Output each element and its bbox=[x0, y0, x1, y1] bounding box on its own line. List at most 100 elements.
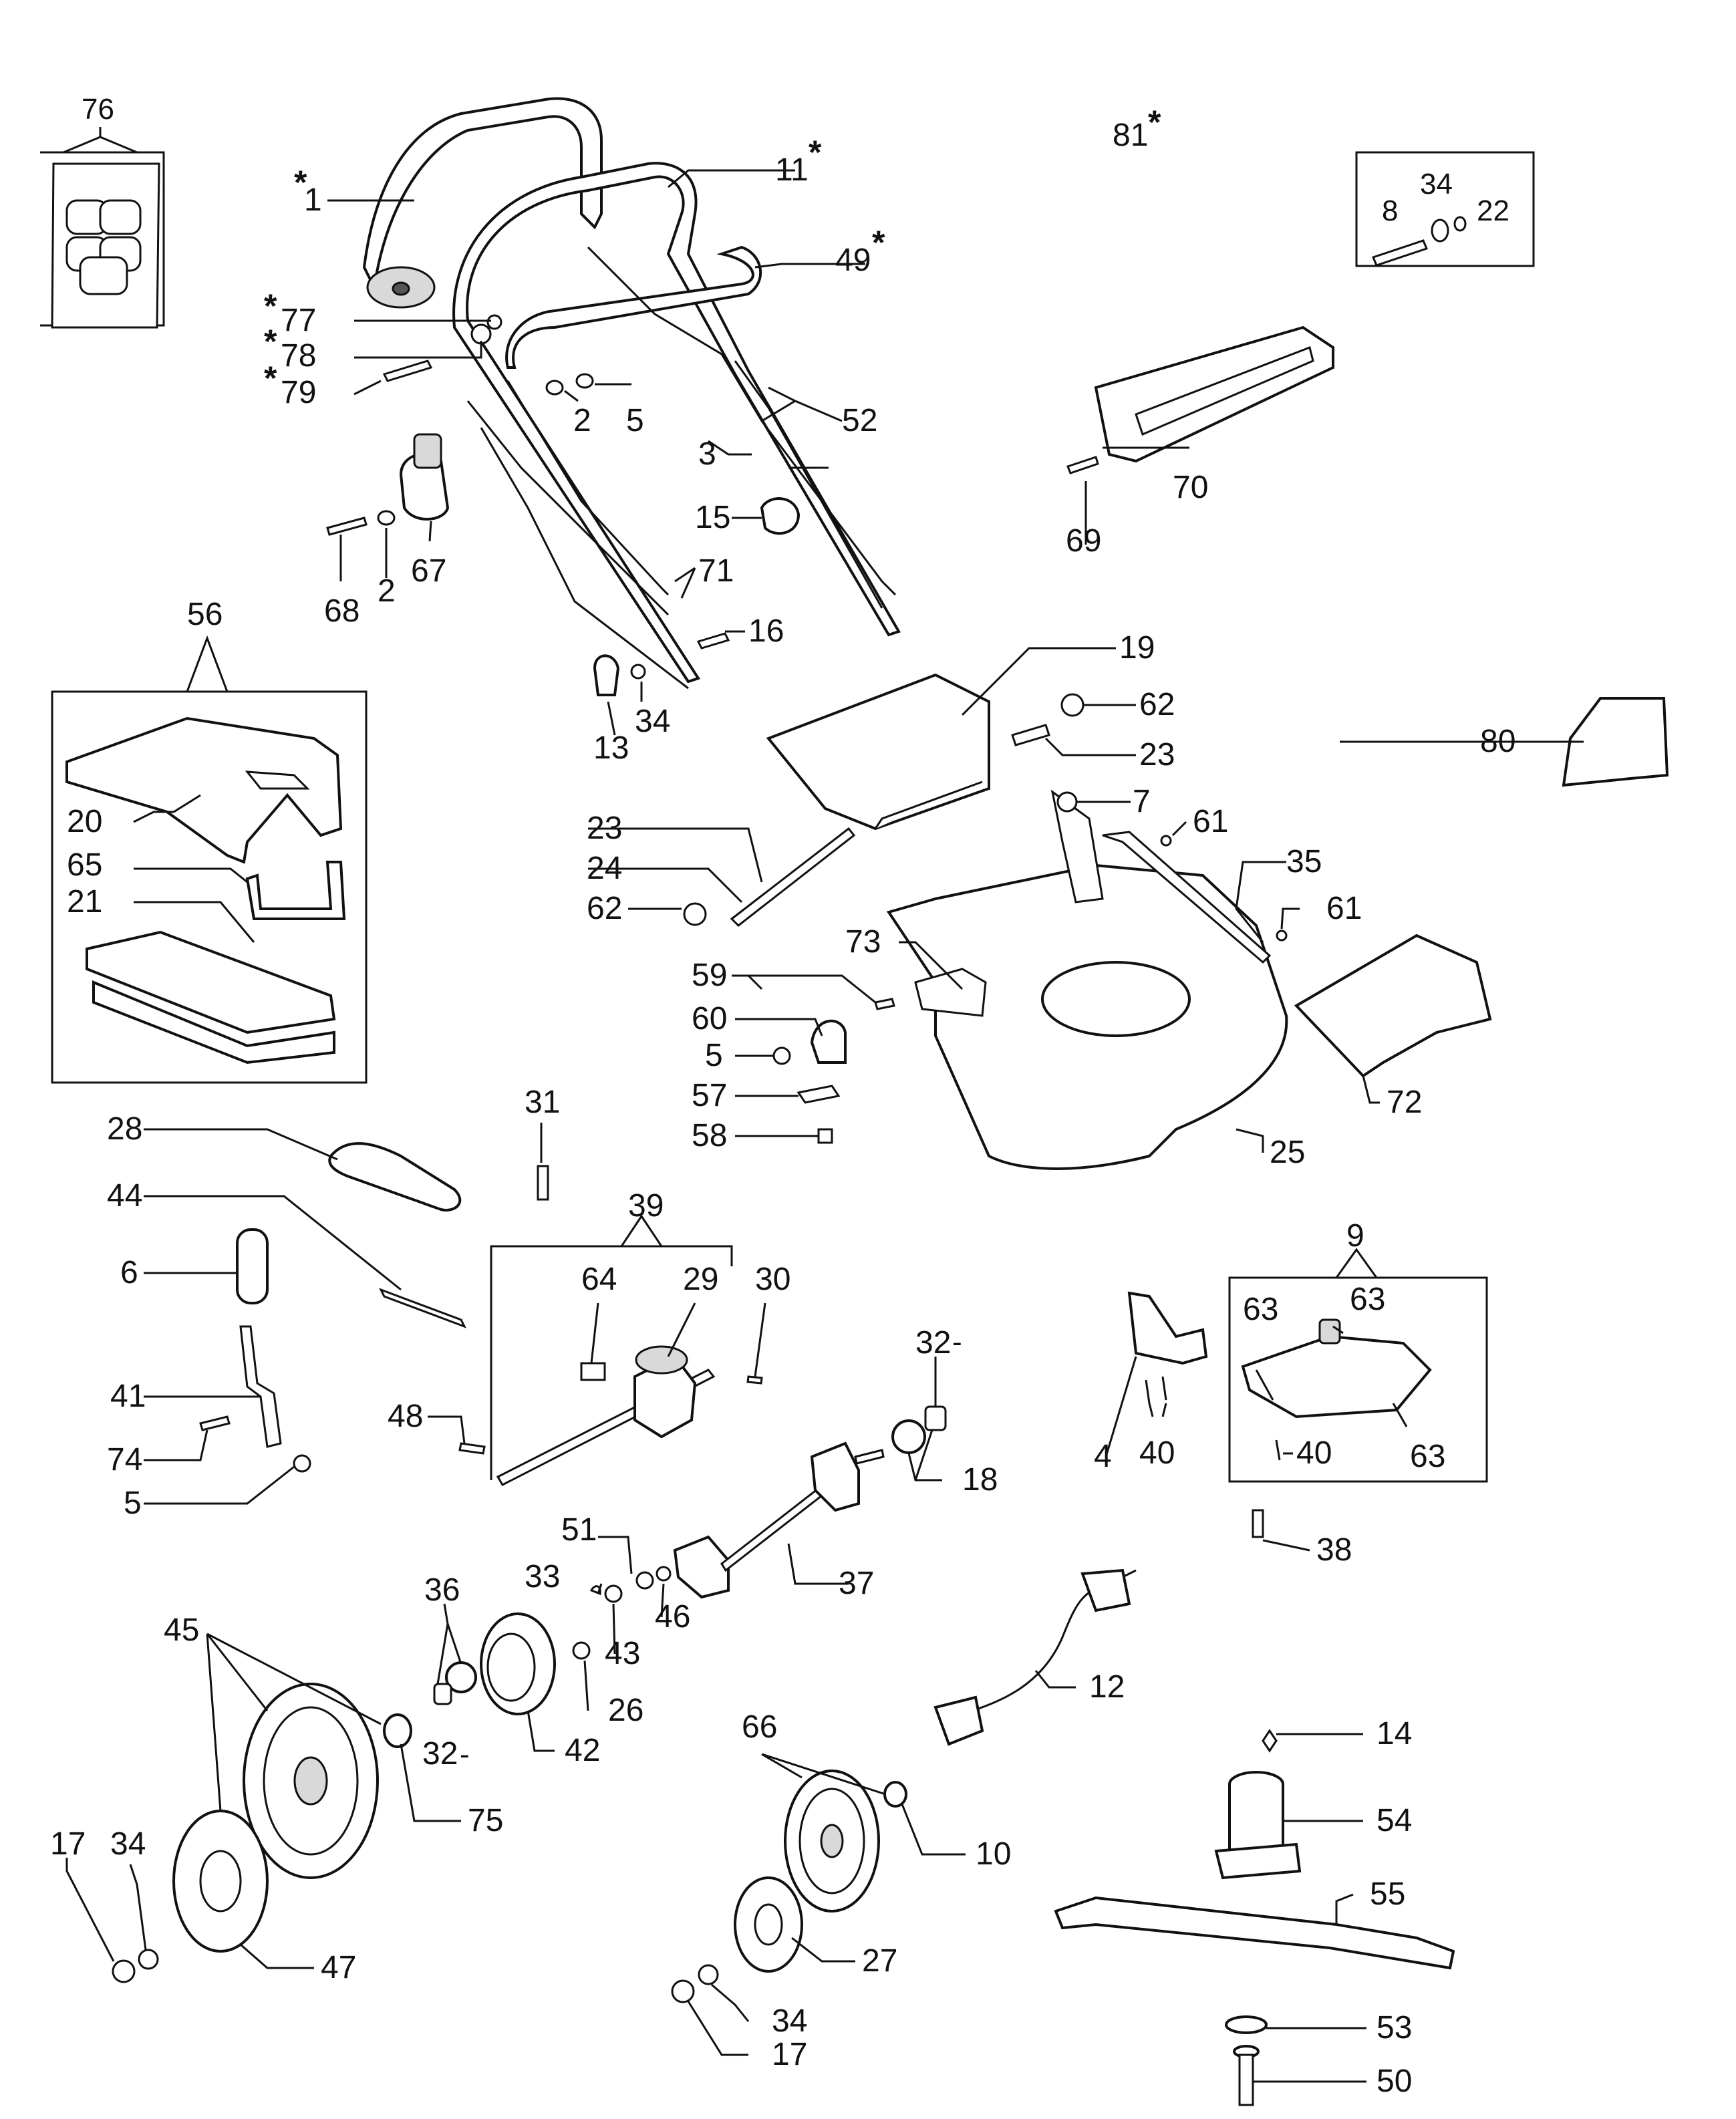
washer-46-drawing bbox=[656, 1566, 672, 1582]
lever-67-drawing bbox=[399, 433, 450, 521]
belt-28-drawing bbox=[328, 1142, 462, 1212]
bushing-32-upper-drawing bbox=[924, 1405, 947, 1431]
box-56 bbox=[51, 635, 368, 1084]
bushing-75-drawing bbox=[383, 1713, 412, 1748]
rod-24-drawing bbox=[730, 827, 856, 927]
label-38: 38 bbox=[1316, 1532, 1352, 1568]
box-39 bbox=[490, 1214, 733, 1480]
label-79: 79 bbox=[281, 375, 316, 410]
label-22: 22 bbox=[1477, 194, 1509, 227]
label-34-left: 34 bbox=[110, 1826, 146, 1862]
label-34-box: 34 bbox=[1420, 168, 1453, 200]
washer-34-right-drawing bbox=[698, 1964, 719, 1985]
upper-handle-1-drawing bbox=[362, 97, 603, 309]
label-49: 49 bbox=[835, 243, 871, 278]
deck-25-drawing bbox=[886, 789, 1288, 1170]
label-31: 31 bbox=[525, 1085, 560, 1120]
grease-nipple-31-drawing bbox=[537, 1165, 549, 1201]
dash-32-upper: - bbox=[952, 1326, 962, 1359]
asterisk-78: * bbox=[264, 323, 277, 360]
nut-2-upper-drawing bbox=[545, 380, 564, 396]
label-21: 21 bbox=[67, 884, 102, 920]
sticker-76-drawing bbox=[51, 162, 160, 329]
label-63-top: 63 bbox=[1350, 1282, 1385, 1317]
label-47: 47 bbox=[321, 1950, 356, 1985]
label-23-upper: 23 bbox=[1139, 737, 1175, 772]
label-26: 26 bbox=[608, 1693, 643, 1728]
clip-61-lower-drawing bbox=[1276, 930, 1288, 942]
label-71: 71 bbox=[698, 553, 734, 589]
cover-9-drawing bbox=[1241, 1318, 1432, 1419]
leader-lines bbox=[65, 127, 1584, 2083]
rear-flap-19-drawing bbox=[766, 673, 990, 831]
label-57: 57 bbox=[692, 1078, 727, 1113]
label-4: 4 bbox=[1094, 1439, 1112, 1474]
label-5-lever: 5 bbox=[124, 1486, 142, 1521]
label-1: 1 bbox=[304, 182, 322, 218]
label-72: 72 bbox=[1387, 1085, 1422, 1120]
cable-12-bracket-left-drawing bbox=[933, 1695, 984, 1746]
label-51: 51 bbox=[561, 1512, 597, 1548]
label-29: 29 bbox=[683, 1262, 718, 1297]
axle-37-drawing bbox=[673, 1441, 885, 1599]
label-13: 13 bbox=[593, 730, 629, 766]
label-2-upper: 2 bbox=[573, 403, 591, 438]
handle-frame-11-drawing bbox=[452, 162, 901, 684]
spring-64-drawing bbox=[580, 1362, 606, 1381]
label-43: 43 bbox=[605, 1636, 640, 1671]
label-32-lower: 32 bbox=[422, 1736, 458, 1772]
clip-61-upper-drawing bbox=[1160, 835, 1172, 847]
nut-62-lower-drawing bbox=[683, 902, 707, 926]
label-40-left: 40 bbox=[1139, 1435, 1175, 1471]
clip-15-drawing bbox=[760, 497, 801, 535]
hubcap-47-drawing bbox=[172, 1810, 269, 1953]
asterisk-79: * bbox=[264, 360, 277, 397]
nut-2-lower-drawing bbox=[377, 510, 396, 526]
label-69: 69 bbox=[1066, 523, 1101, 559]
washer-78-drawing bbox=[470, 323, 492, 345]
nut-5-deck-drawing bbox=[772, 1046, 791, 1065]
label-10: 10 bbox=[976, 1836, 1011, 1872]
cables-drawing bbox=[466, 246, 897, 690]
label-60: 60 bbox=[692, 1001, 727, 1036]
bracket-73-drawing bbox=[914, 968, 987, 1017]
clip-22-drawing bbox=[1453, 216, 1467, 232]
gearbox-39-drawing bbox=[496, 1345, 716, 1486]
label-70: 70 bbox=[1173, 470, 1208, 505]
label-48: 48 bbox=[388, 1399, 423, 1434]
cap-7-drawing bbox=[1056, 791, 1078, 813]
screw-58-drawing bbox=[817, 1128, 833, 1144]
label-35: 35 bbox=[1286, 844, 1322, 879]
label-28: 28 bbox=[107, 1111, 142, 1147]
label-2-lower: 2 bbox=[378, 573, 396, 609]
label-50: 50 bbox=[1377, 2064, 1412, 2099]
label-30: 30 bbox=[755, 1262, 790, 1297]
label-62-lower: 62 bbox=[587, 891, 622, 926]
label-58: 58 bbox=[692, 1118, 727, 1153]
label-5-deck: 5 bbox=[705, 1038, 723, 1073]
label-41: 41 bbox=[110, 1379, 146, 1414]
box-9 bbox=[1228, 1248, 1488, 1483]
blade-55-drawing bbox=[1054, 1896, 1455, 1970]
screw-38-drawing bbox=[1252, 1509, 1264, 1538]
label-74: 74 bbox=[107, 1442, 142, 1477]
label-37: 37 bbox=[839, 1566, 874, 1601]
screw-16-drawing bbox=[696, 632, 730, 650]
label-63-left: 63 bbox=[1243, 1292, 1278, 1327]
label-46: 46 bbox=[655, 1599, 690, 1635]
front-wheel-66-drawing bbox=[784, 1770, 880, 1913]
label-66: 66 bbox=[742, 1709, 777, 1745]
spring-44-drawing bbox=[378, 1288, 467, 1328]
label-5-upper: 5 bbox=[626, 403, 644, 438]
label-67: 67 bbox=[411, 553, 446, 589]
label-18: 18 bbox=[962, 1462, 998, 1498]
label-24: 24 bbox=[587, 851, 622, 886]
asterisk-49: * bbox=[872, 224, 885, 261]
label-76: 76 bbox=[82, 93, 114, 126]
label-12: 12 bbox=[1089, 1669, 1125, 1705]
asterisk-11: * bbox=[809, 134, 822, 171]
callout-labels: 76 1 * 11 * 81 * 49 * 8 34 22 77 * 78 * … bbox=[50, 93, 1515, 2099]
label-32-upper: 32 bbox=[915, 1325, 951, 1361]
nut-5-top-drawing bbox=[575, 373, 594, 389]
